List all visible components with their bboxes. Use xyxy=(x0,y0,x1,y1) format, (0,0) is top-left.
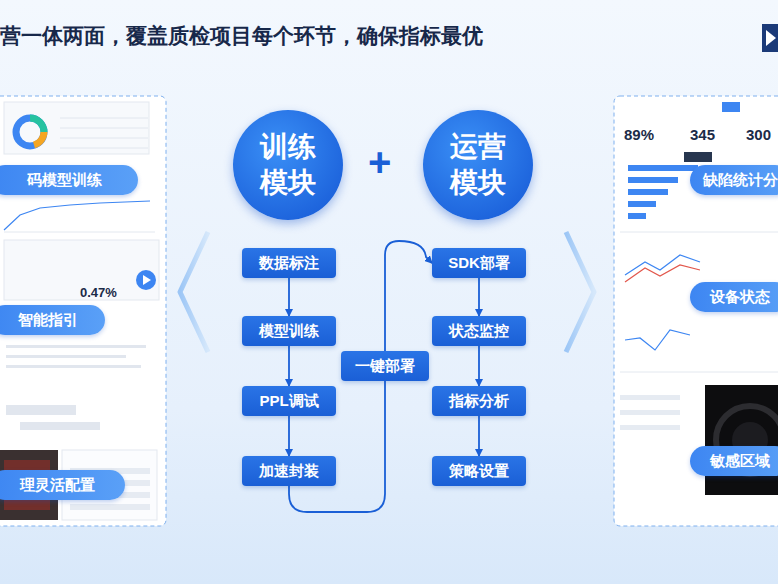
node-text: 加速封装 xyxy=(259,462,319,481)
feature-pill: 码模型训练 xyxy=(0,165,138,195)
flow-arrow xyxy=(288,346,290,386)
node-text: 策略设置 xyxy=(449,462,509,481)
process-box: 数据标注 xyxy=(242,248,336,278)
slide-title: 营一体两面，覆盖质检项目每个环节，确保指标最优 xyxy=(0,22,483,50)
node-text: SDK部署 xyxy=(448,254,510,273)
process-box: 模型训练 xyxy=(242,316,336,346)
plus-sign: + xyxy=(368,140,391,185)
flow-arrow xyxy=(385,241,432,351)
process-box: 状态监控 xyxy=(432,316,526,346)
feature-pill: 敏感区域 xyxy=(690,446,778,476)
node-text: 敏感区域 xyxy=(710,452,770,471)
flow-arrow xyxy=(478,278,480,316)
process-box: 指标分析 xyxy=(432,386,526,416)
process-box: 加速封装 xyxy=(242,456,336,486)
flow-arrow xyxy=(288,278,290,316)
flow-arrow xyxy=(478,416,480,456)
node-text: 指标分析 xyxy=(449,392,509,411)
feature-pill: 理灵活配置 xyxy=(0,470,125,500)
feature-pill: 缺陷统计分 xyxy=(690,165,778,195)
stat-value: 89% xyxy=(624,126,654,143)
node-text: 码模型训练 xyxy=(27,171,102,190)
process-box: 一键部署 xyxy=(341,351,429,381)
node-text: 模型训练 xyxy=(259,322,319,341)
node-text: 数据标注 xyxy=(259,254,319,273)
stat-value: 300 xyxy=(746,126,771,143)
node-text: 理灵活配置 xyxy=(20,476,95,495)
node-text: 运营 模块 xyxy=(443,129,513,201)
chevron xyxy=(180,232,208,352)
node-text: 一键部署 xyxy=(355,357,415,376)
node-text: 训练 模块 xyxy=(253,129,323,201)
node-text: 缺陷统计分 xyxy=(703,171,778,190)
flow-arrow xyxy=(288,416,290,456)
stat-value: 345 xyxy=(690,126,715,143)
flow-arrow xyxy=(478,346,480,386)
feature-pill: 设备状态 xyxy=(690,282,778,312)
module-circle: 运营 模块 xyxy=(423,110,533,220)
node-text: 智能指引 xyxy=(18,311,78,330)
node-text: PPL调试 xyxy=(259,392,318,411)
stat-value: 0.47% xyxy=(80,285,117,300)
node-text: 设备状态 xyxy=(710,288,770,307)
process-box: 策略设置 xyxy=(432,456,526,486)
node-text: 状态监控 xyxy=(449,322,509,341)
feature-pill: 智能指引 xyxy=(0,305,105,335)
chevron xyxy=(566,232,594,352)
process-box: PPL调试 xyxy=(242,386,336,416)
process-box: SDK部署 xyxy=(432,248,526,278)
module-circle: 训练 模块 xyxy=(233,110,343,220)
